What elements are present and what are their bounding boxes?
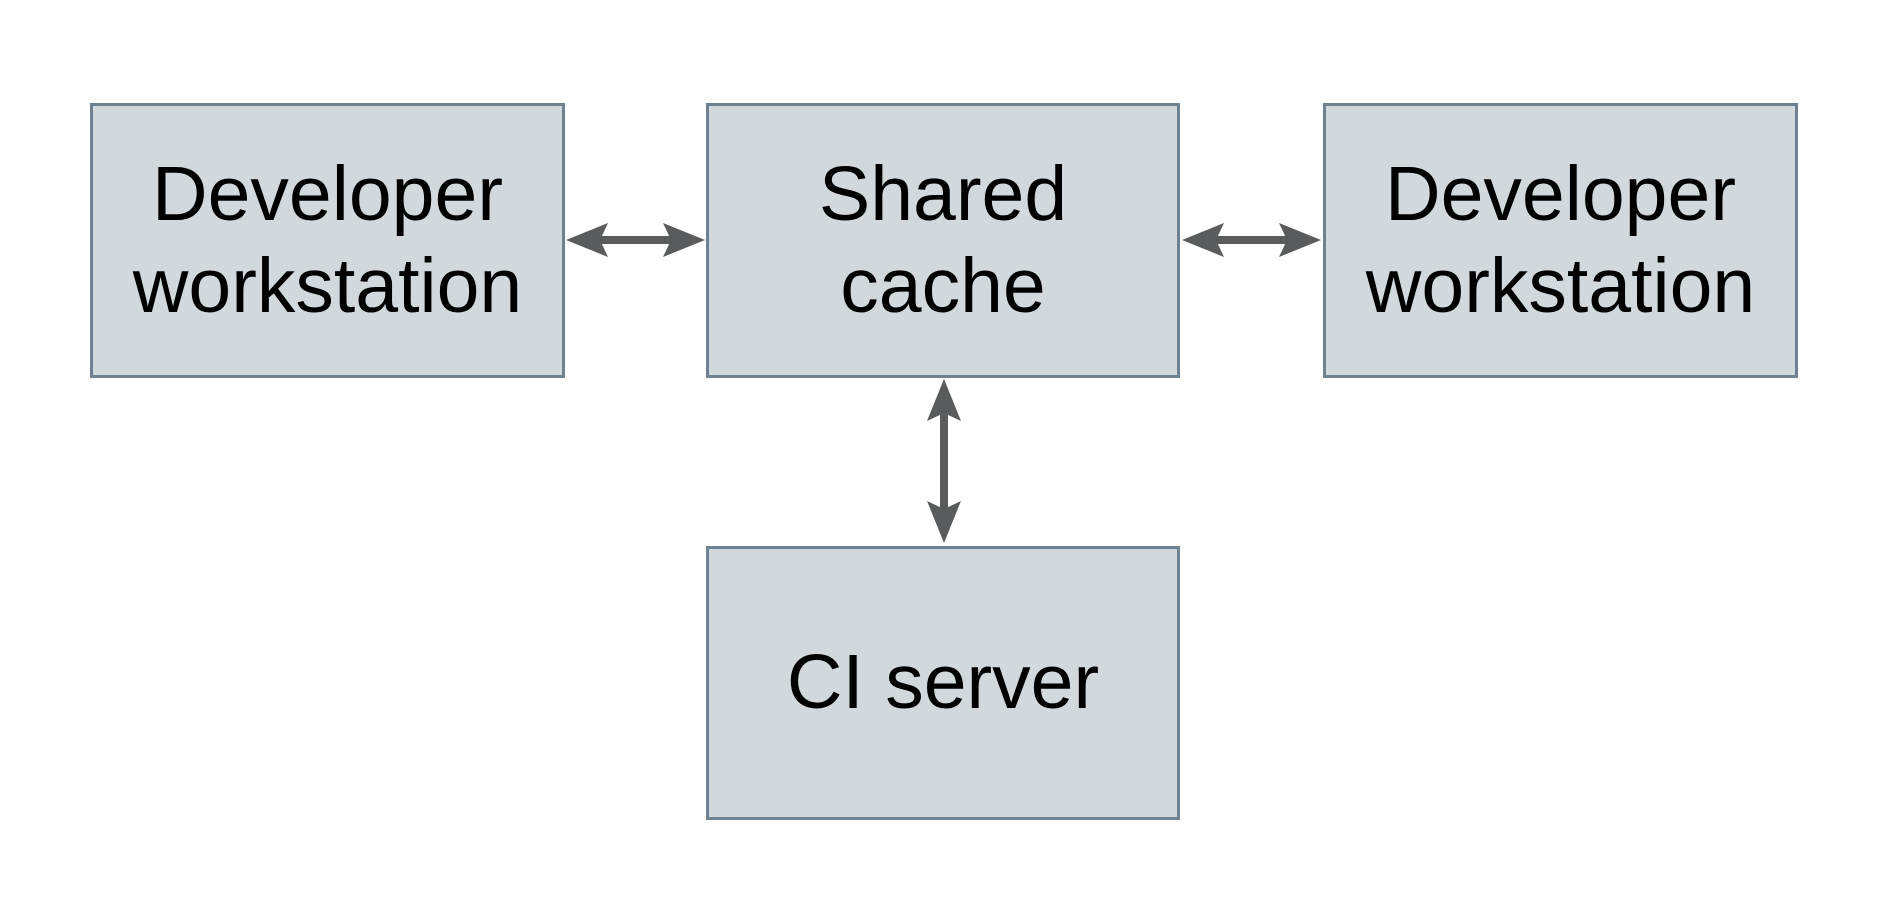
node-label-developer-workstation-right: Developer workstation (1365, 150, 1756, 329)
node-developer-workstation-left: Developer workstation (90, 103, 565, 378)
node-developer-workstation-right: Developer workstation (1323, 103, 1798, 378)
node-label-shared-cache: Shared cache (818, 150, 1068, 329)
arrow-cache-devright-bidirectional-icon (1182, 223, 1321, 257)
node-shared-cache: Shared cache (706, 103, 1180, 378)
arrow-cache-ciserver-bidirectional-icon (927, 379, 961, 543)
arrow-devleft-cache-bidirectional-icon (566, 223, 705, 257)
node-label-developer-workstation-left: Developer workstation (132, 150, 523, 329)
node-label-ci-server: CI server (786, 639, 1100, 726)
node-ci-server: CI server (706, 546, 1180, 820)
